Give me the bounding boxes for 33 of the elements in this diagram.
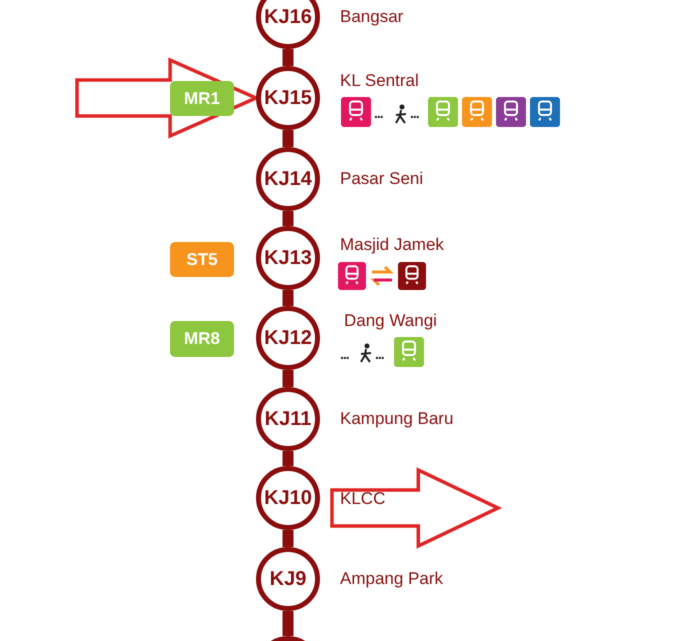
- walking-dots: ...: [374, 105, 383, 121]
- station-name: KLCC: [340, 489, 386, 509]
- station-code: KJ15: [264, 86, 312, 110]
- station-code: KJ10: [264, 486, 312, 510]
- station-circle: [256, 0, 320, 49]
- station-code: KJ9: [270, 568, 306, 590]
- station-name: Ampang Park: [340, 569, 443, 589]
- station-name: Pasar Seni: [340, 169, 424, 189]
- line-badge: MR8: [170, 321, 234, 357]
- station-code: KJ13: [264, 246, 312, 270]
- station-name: Dang Wangi: [344, 311, 437, 331]
- station-name: KL Sentral: [340, 71, 419, 91]
- line-segment: [282, 451, 294, 466]
- line-segment: [282, 49, 294, 66]
- station-code: KJ16: [264, 6, 312, 28]
- walking-dots: ...: [410, 105, 419, 121]
- line-segment: [282, 290, 294, 306]
- line-badge: MR1: [170, 81, 234, 116]
- walking-dots: ...: [375, 346, 384, 362]
- line-segment: [282, 530, 294, 547]
- station-name: Bangsar: [340, 7, 404, 27]
- line-segment: [282, 611, 294, 636]
- line-segment: [282, 370, 294, 387]
- station-name: Kampung Baru: [340, 409, 454, 429]
- line-segment: [282, 211, 294, 226]
- line-segment: [282, 130, 294, 147]
- station-name: Masjid Jamek: [340, 235, 444, 255]
- line-badge: ST5: [170, 242, 234, 277]
- block-arrow: [330, 467, 502, 549]
- station-code: KJ11: [264, 408, 312, 430]
- walking-dots: ...: [340, 346, 349, 362]
- station-code: KJ12: [264, 326, 312, 350]
- station-code: KJ14: [264, 168, 312, 190]
